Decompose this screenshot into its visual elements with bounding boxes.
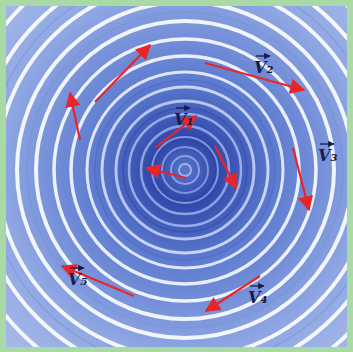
vector-label: V₄ xyxy=(248,290,267,306)
ripple-rings xyxy=(6,6,347,347)
vector-label: V₅ xyxy=(68,272,87,288)
vector-label: V₁ xyxy=(174,112,193,128)
vector-marks xyxy=(70,56,334,286)
vector-label: V₃ xyxy=(318,148,337,164)
velocity-arrows xyxy=(62,45,309,311)
vector-label: V₂ xyxy=(254,60,273,76)
